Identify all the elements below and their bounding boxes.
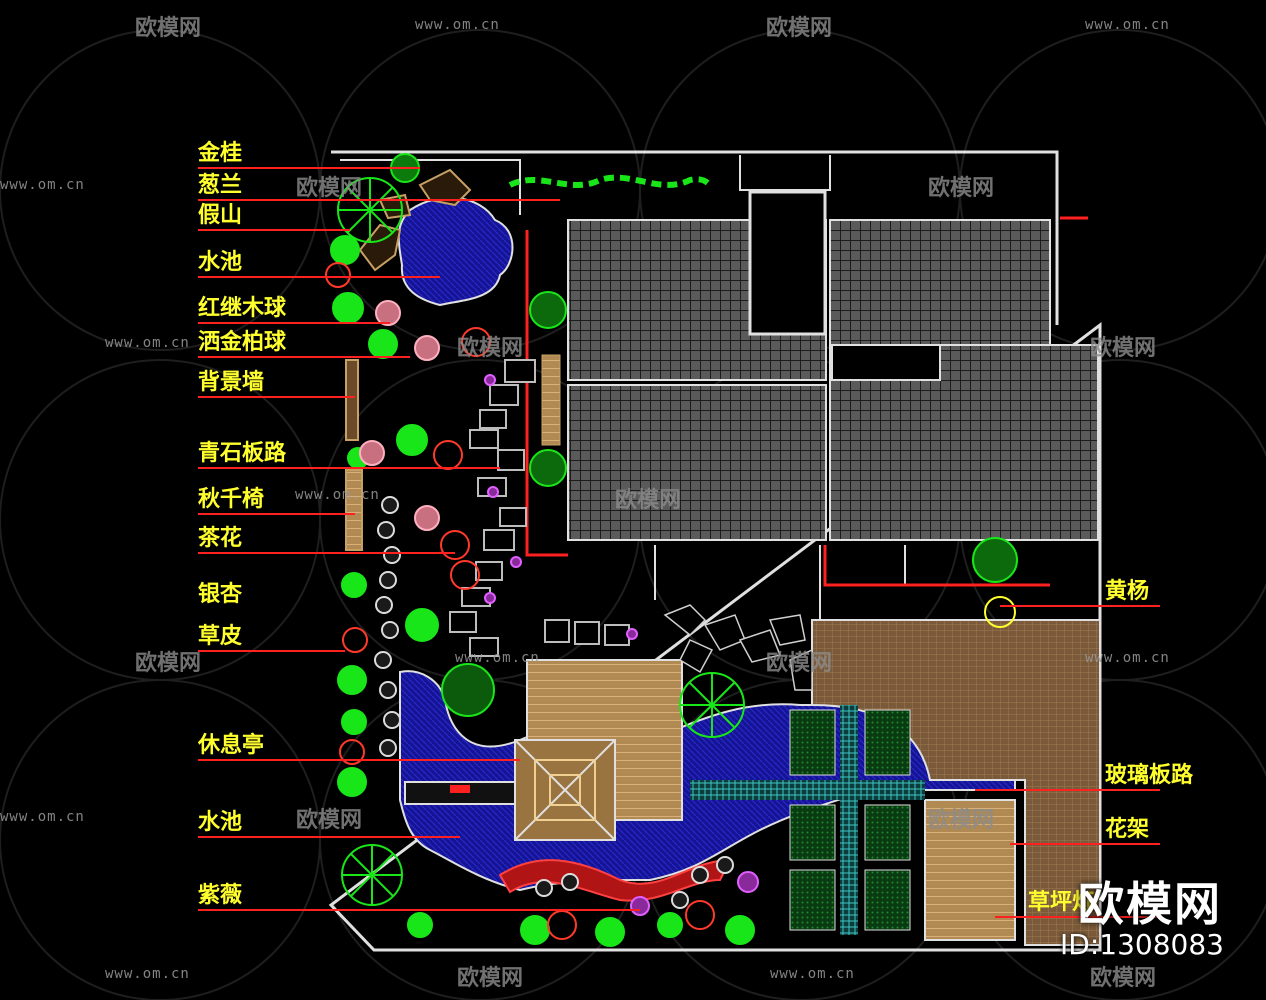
- label-left-11: 草皮: [198, 624, 243, 649]
- bridge-marker: [450, 785, 470, 793]
- label-left-10: 银杏: [198, 582, 243, 607]
- label-right-3: 草坪灯: [1028, 890, 1095, 915]
- label-left-3: 水池: [198, 250, 243, 275]
- label-left-2: 假山: [198, 203, 243, 228]
- watermark-url-9: www.om.cn: [105, 966, 190, 982]
- label-left-6: 背景墙: [198, 370, 265, 395]
- label-left-14: 紫薇: [198, 883, 243, 908]
- watermark-brand-11: 欧模网: [928, 808, 995, 833]
- swing-chair: [345, 469, 363, 551]
- label-left-0: 金桂: [198, 141, 243, 166]
- watermark-url-1: www.om.cn: [415, 17, 500, 33]
- crape-myrtle: [484, 374, 759, 916]
- watermark-url-2: www.om.cn: [1085, 17, 1170, 33]
- green-trees: [330, 153, 1018, 947]
- rock-cluster: [663, 604, 813, 691]
- brand-id: ID:1308083: [1060, 928, 1224, 961]
- rockery-top: [358, 168, 472, 272]
- red-shrubs: [325, 262, 715, 940]
- label-left-7: 青石板路: [198, 441, 287, 466]
- gray-shrubs: [374, 496, 734, 909]
- watermark-url-3: www.om.cn: [0, 177, 85, 193]
- label-right-0: 黄杨: [1105, 579, 1150, 604]
- boxwood: [984, 596, 1016, 628]
- watermark-brand-10: 欧模网: [296, 808, 363, 833]
- background-wall: [345, 359, 359, 441]
- watermark-url-10: www.om.cn: [770, 966, 855, 982]
- label-left-1: 葱兰: [198, 173, 243, 198]
- house-roof: [525, 155, 1099, 620]
- pavilion: [514, 739, 616, 841]
- pink-shrubs: [359, 300, 440, 531]
- watermark-url-4: www.om.cn: [105, 335, 190, 351]
- watermark-url-6: www.om.cn: [455, 650, 540, 666]
- watermark-brand-7: 欧模网: [615, 488, 682, 513]
- watermark-brand-13: 欧模网: [1090, 966, 1157, 991]
- watermark-brand-3: 欧模网: [296, 176, 363, 201]
- watermark-brand-5: 欧模网: [457, 336, 524, 361]
- label-left-9: 茶花: [198, 526, 243, 551]
- watermark-url-5: www.om.cn: [295, 487, 380, 503]
- watermark-brand-1: 欧模网: [135, 16, 202, 41]
- wood-strip-right: [541, 354, 561, 446]
- watermark-url-8: www.om.cn: [0, 809, 85, 825]
- label-right-2: 花架: [1105, 817, 1150, 842]
- glass-path: [690, 705, 925, 935]
- watermark-brand-9: 欧模网: [766, 651, 833, 676]
- watermark-brand-8: 欧模网: [135, 651, 202, 676]
- brand-logo-text: 欧模网: [1078, 877, 1222, 931]
- label-left-5: 洒金柏球: [198, 330, 287, 355]
- label-right-1: 玻璃板路: [1105, 763, 1194, 788]
- label-left-12: 休息亭: [198, 733, 265, 758]
- label-left-13: 水池: [198, 810, 243, 835]
- watermark-brand-6: 欧模网: [1090, 336, 1157, 361]
- watermark-url-7: www.om.cn: [1085, 650, 1170, 666]
- leader-lines: [198, 167, 1160, 918]
- label-left-4: 红继木球: [198, 296, 287, 321]
- watermark-brand-2: 欧模网: [766, 16, 833, 41]
- pond-top: [397, 196, 514, 307]
- top-vine: [508, 174, 713, 188]
- label-left-8: 秋千椅: [198, 487, 265, 512]
- watermark-brand-12: 欧模网: [457, 966, 524, 991]
- watermark-brand-4: 欧模网: [928, 176, 995, 201]
